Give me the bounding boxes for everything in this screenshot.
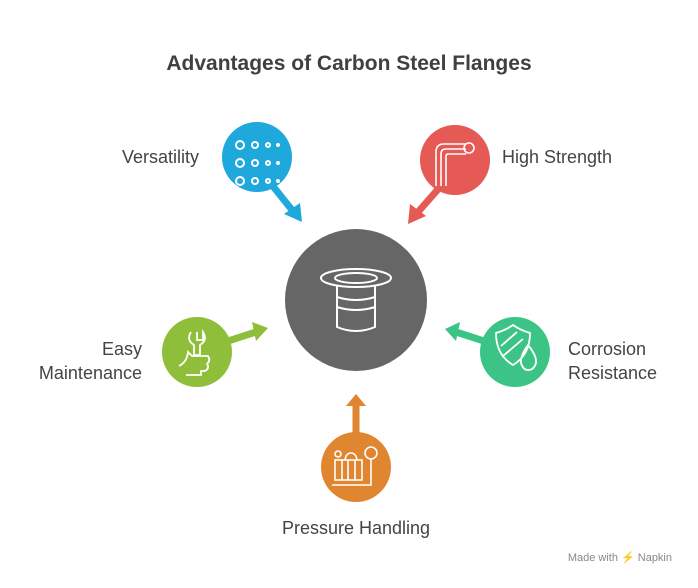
arrow-high-strength (408, 184, 443, 224)
corrosion-resistance-circle (480, 317, 550, 387)
label-versatility: Versatility (122, 147, 200, 167)
dots-grid-icon (235, 140, 280, 186)
label-high-strength: High Strength (502, 147, 613, 167)
label-line: Maintenance (38, 363, 142, 383)
label-corrosion-resistance: Corrosion Resistance (568, 337, 657, 385)
arrow-versatility (269, 182, 302, 222)
diagram-title: Advantages of Carbon Steel Flanges (166, 52, 532, 75)
wrench-thumbs-up-icon (178, 328, 211, 376)
flange-icon (320, 268, 392, 332)
easy-maintenance-circle (162, 317, 232, 387)
label-pressure-handling: Pressure Handling (281, 518, 431, 538)
bent-pipe-icon (435, 142, 475, 186)
arrow-easy-maintenance (223, 322, 268, 346)
label-line: Corrosion (568, 339, 647, 359)
arrow-corrosion-resistance (445, 322, 489, 346)
label-line: Resistance (568, 363, 658, 383)
high-strength-circle (420, 125, 490, 195)
label-easy-maintenance: Easy Maintenance (39, 337, 142, 385)
shield-drop-icon (495, 323, 537, 371)
napkin-footer[interactable]: Made with ⚡ Napkin (567, 552, 672, 564)
pressure-gauge-icon (332, 446, 378, 486)
label-line: Easy (101, 339, 142, 359)
arrow-pressure-handling (346, 394, 366, 435)
versatility-circle (222, 122, 292, 192)
pressure-handling-circle (321, 432, 391, 502)
